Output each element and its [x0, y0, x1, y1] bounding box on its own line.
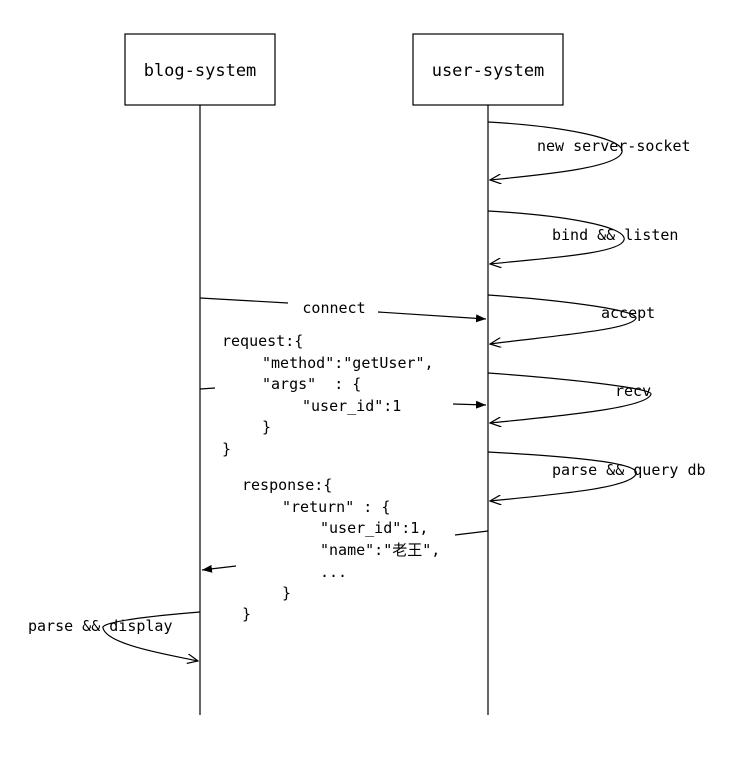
response-line-4: "name":"老王",: [320, 541, 440, 559]
participant-label-user: user-system: [432, 61, 545, 81]
connect-line-right: [377, 311, 487, 323]
request-line-6: }: [222, 440, 231, 458]
self-message-parse-display: [102, 611, 201, 661]
label-bind-listen: bind && listen: [552, 226, 678, 244]
participant-blog-system: blog-system: [124, 33, 276, 106]
request-line-left: [199, 387, 216, 390]
response-line-3: "user_id":1,: [320, 519, 428, 537]
request-line-1: request:{: [222, 332, 303, 350]
self-message-new-server-socket: [487, 121, 623, 180]
request-line-3: "args" : {: [262, 375, 361, 393]
response-line-6: }: [282, 584, 291, 602]
label-accept: accept: [601, 304, 655, 322]
response-line-right: [454, 530, 489, 536]
self-message-bind-listen: [487, 210, 625, 264]
request-line-4: "user_id":1: [302, 397, 401, 415]
response-line-2: "return" : {: [282, 498, 390, 516]
participant-label-blog: blog-system: [144, 61, 257, 81]
connect-line-left: [199, 297, 289, 304]
response-line-7: }: [242, 605, 251, 623]
response-line-5: ...: [320, 563, 347, 581]
label-new-server-socket: new server-socket: [537, 137, 691, 155]
participant-user-system: user-system: [412, 33, 564, 106]
label-parse-display: parse && display: [28, 617, 173, 635]
label-recv: recv: [615, 382, 651, 400]
self-message-recv: [487, 372, 652, 423]
response-line-1: response:{: [242, 476, 332, 494]
label-parse-query: parse && query db: [552, 461, 706, 479]
response-line-left: [201, 564, 237, 573]
request-line-right: [452, 400, 487, 409]
request-line-5: }: [262, 418, 271, 436]
request-payload: request:{ "method":"getUser", "args" : {…: [222, 332, 434, 458]
self-message-accept: [487, 294, 637, 344]
response-payload: response:{ "return" : { "user_id":1, "na…: [242, 476, 440, 623]
self-message-parse-query: [487, 451, 637, 501]
label-connect: connect: [302, 299, 365, 317]
request-line-2: "method":"getUser",: [262, 354, 434, 372]
